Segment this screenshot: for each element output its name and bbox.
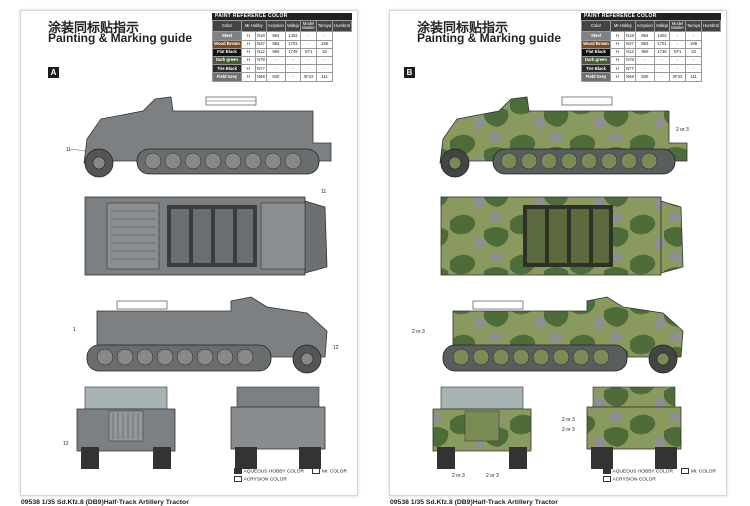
- table-header: Model Master: [300, 19, 317, 33]
- side-view-right: 2 or 3: [412, 296, 684, 374]
- paint-reference-table: PAINT REFERENCE COLOR Color Mr.Hobby Acr…: [581, 13, 721, 82]
- side-view-left: 11: [66, 96, 332, 178]
- english-title: Painting & Marking guide: [417, 31, 562, 45]
- front-view: 2 or 3 2 or 3: [432, 386, 532, 479]
- table-header: Vallejo: [653, 19, 671, 33]
- chinese-title: 涂装同标贴指示: [417, 21, 509, 36]
- table-header: Color: [581, 19, 611, 33]
- paint-table-caption: PAINT REFERENCE COLOR: [212, 13, 352, 20]
- top-view: 11: [84, 189, 328, 276]
- aqueous-swatch: [233, 468, 242, 475]
- callout-12: 12: [333, 345, 339, 351]
- table-header: Color: [212, 19, 242, 33]
- callout-2-or-3: 2 or 3: [562, 417, 575, 423]
- paint-table-caption: PAINT REFERENCE COLOR: [581, 13, 721, 20]
- side-view-left: 2 or 3: [439, 96, 689, 178]
- table-header: Humbrol: [701, 19, 721, 33]
- vehicle-drawings-a: 11 11: [63, 96, 339, 469]
- callout-2-or-3: 2 or 3: [412, 329, 425, 335]
- table-header: Model Master: [669, 19, 686, 33]
- side-view-right: 1 12: [73, 296, 339, 374]
- table-header: Acrysion: [265, 19, 286, 33]
- table-header: Tamiya: [315, 19, 334, 33]
- table-cell: H: [609, 72, 626, 82]
- callout-2-or-3: 2 or 3: [452, 473, 465, 479]
- english-title: Painting & Marking guide: [48, 31, 193, 45]
- product-title: 09538 1/35 Sd.Kfz.8 (DB9)Half-Track Arti…: [390, 499, 558, 506]
- callout-12: 12: [63, 441, 69, 447]
- acrysion-swatch: [602, 475, 611, 482]
- callout-1: 1: [73, 327, 76, 333]
- table-header: Vallejo: [284, 19, 302, 33]
- table-cell: -: [653, 72, 671, 82]
- aqueous-swatch: [602, 468, 611, 475]
- product-title: 09538 1/35 Sd.Kfz.8 (DB9)Half-Track Arti…: [21, 499, 189, 506]
- paint-reference-table: PAINT REFERENCE COLOR Color Mr.Hobby Acr…: [212, 13, 352, 82]
- table-cell: H: [240, 72, 257, 82]
- acrysion-swatch: [233, 475, 242, 482]
- table-header: Humbrol: [332, 19, 352, 33]
- marking-page-a: 涂装同标贴指示 Painting & Marking guide PAINT R…: [20, 10, 358, 506]
- rear-view: 2 or 3 2 or 3: [562, 386, 682, 469]
- callout-11: 11: [66, 147, 71, 153]
- callout-2-or-3: 2 or 3: [562, 427, 575, 433]
- callout-11: 11: [321, 189, 326, 195]
- table-header: Tamiya: [684, 19, 703, 33]
- scheme-tag: A: [48, 67, 59, 78]
- rear-view: [230, 386, 326, 469]
- callout-2-or-3: 2 or 3: [676, 127, 689, 133]
- mr-color-swatch: [680, 468, 689, 475]
- marking-page-b: 涂装同标贴指示 Painting & Marking guide PAINT R…: [389, 10, 727, 506]
- chinese-title: 涂装同标贴指示: [48, 21, 140, 36]
- mr-color-swatch: [311, 468, 320, 475]
- top-view: [440, 196, 684, 276]
- table-cell: -: [284, 72, 302, 82]
- scheme-tag: B: [404, 67, 415, 78]
- table-cell: 111: [315, 72, 334, 82]
- front-view: 12: [63, 386, 176, 469]
- callout-2-or-3: 2 or 3: [486, 473, 499, 479]
- vehicle-drawings-b: 2 or 3 2 or 3: [412, 96, 689, 479]
- table-cell: 111: [684, 72, 703, 82]
